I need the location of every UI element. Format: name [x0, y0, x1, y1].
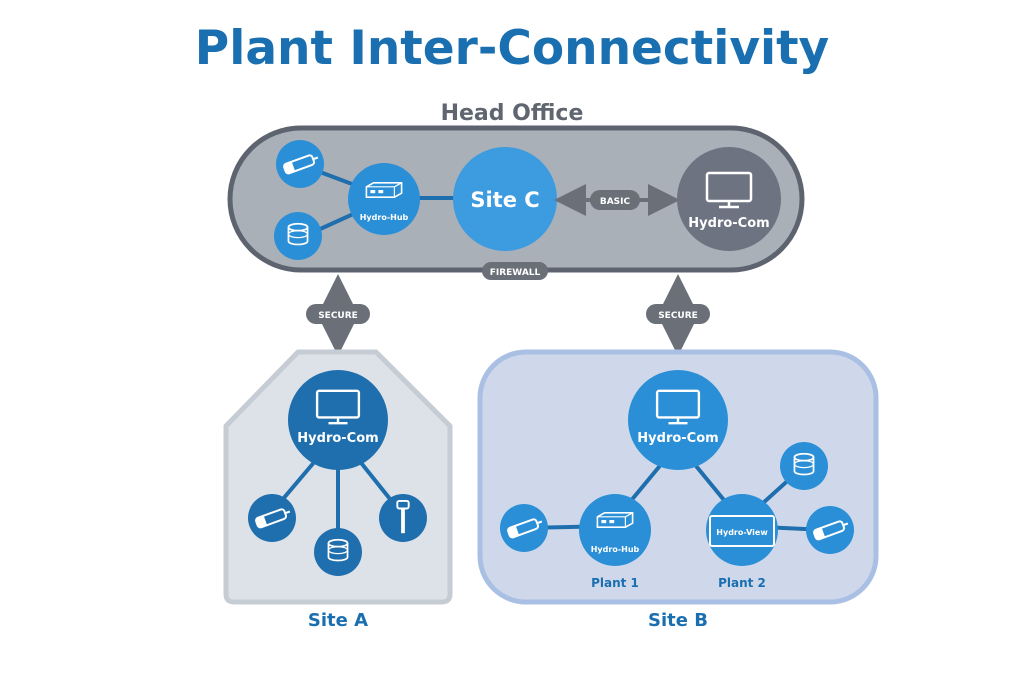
site-a-wand-node[interactable] [379, 494, 427, 542]
site-b-hub-label: Hydro-Hub [591, 545, 640, 554]
site-a-hydro-com-label: Hydro-Com [297, 431, 378, 446]
site-c-node[interactable]: Site C [453, 147, 557, 251]
site-a-hydro-com-node[interactable]: Hydro-Com [288, 370, 388, 470]
site-b-probe-right-node[interactable] [806, 506, 854, 554]
site-b-container [477, 349, 879, 605]
secure-left-label: SECURE [318, 311, 358, 321]
firewall-pill [482, 262, 548, 280]
head-office-label: Head Office [441, 101, 584, 126]
site-a-label: Site A [308, 610, 368, 631]
site-b-hydro-com-label: Hydro-Com [637, 431, 718, 446]
site-b-hydro-com-node[interactable]: Hydro-Com [628, 370, 728, 470]
page-title: Plant Inter-Connectivity [195, 21, 829, 76]
secure-left-pill [306, 304, 370, 324]
head-office-hydro-com-label: Hydro-Com [688, 216, 769, 231]
plant-1-label: Plant 1 [591, 576, 639, 590]
head-office-tank-node[interactable] [274, 212, 322, 260]
head-office-hub-label: Hydro-Hub [360, 213, 409, 222]
site-b-view-label: Hydro-View [716, 528, 768, 537]
site-b-label: Site B [648, 610, 708, 631]
firewall-label: FIREWALL [490, 268, 541, 278]
site-b-hydro-view-node[interactable]: Hydro-View [706, 494, 778, 566]
head-office-hydro-com-node[interactable]: Hydro-Com [677, 147, 781, 251]
hydro-view-display-icon [709, 515, 775, 547]
head-office-probe-node[interactable] [276, 140, 324, 188]
site-a-probe-node[interactable] [248, 494, 296, 542]
site-b-probe-left-node[interactable] [500, 504, 548, 552]
site-b-tank-node[interactable] [780, 442, 828, 490]
secure-right-label: SECURE [658, 311, 698, 321]
secure-right-pill [646, 304, 710, 324]
plant-2-label: Plant 2 [718, 576, 766, 590]
site-b-hydro-hub-node[interactable]: Hydro-Hub [579, 494, 651, 566]
site-a-tank-node[interactable] [314, 528, 362, 576]
basic-label: BASIC [600, 197, 631, 207]
head-office-hydro-hub-node[interactable]: Hydro-Hub [348, 163, 420, 235]
basic-pill [590, 190, 640, 210]
site-c-label: Site C [470, 188, 539, 212]
